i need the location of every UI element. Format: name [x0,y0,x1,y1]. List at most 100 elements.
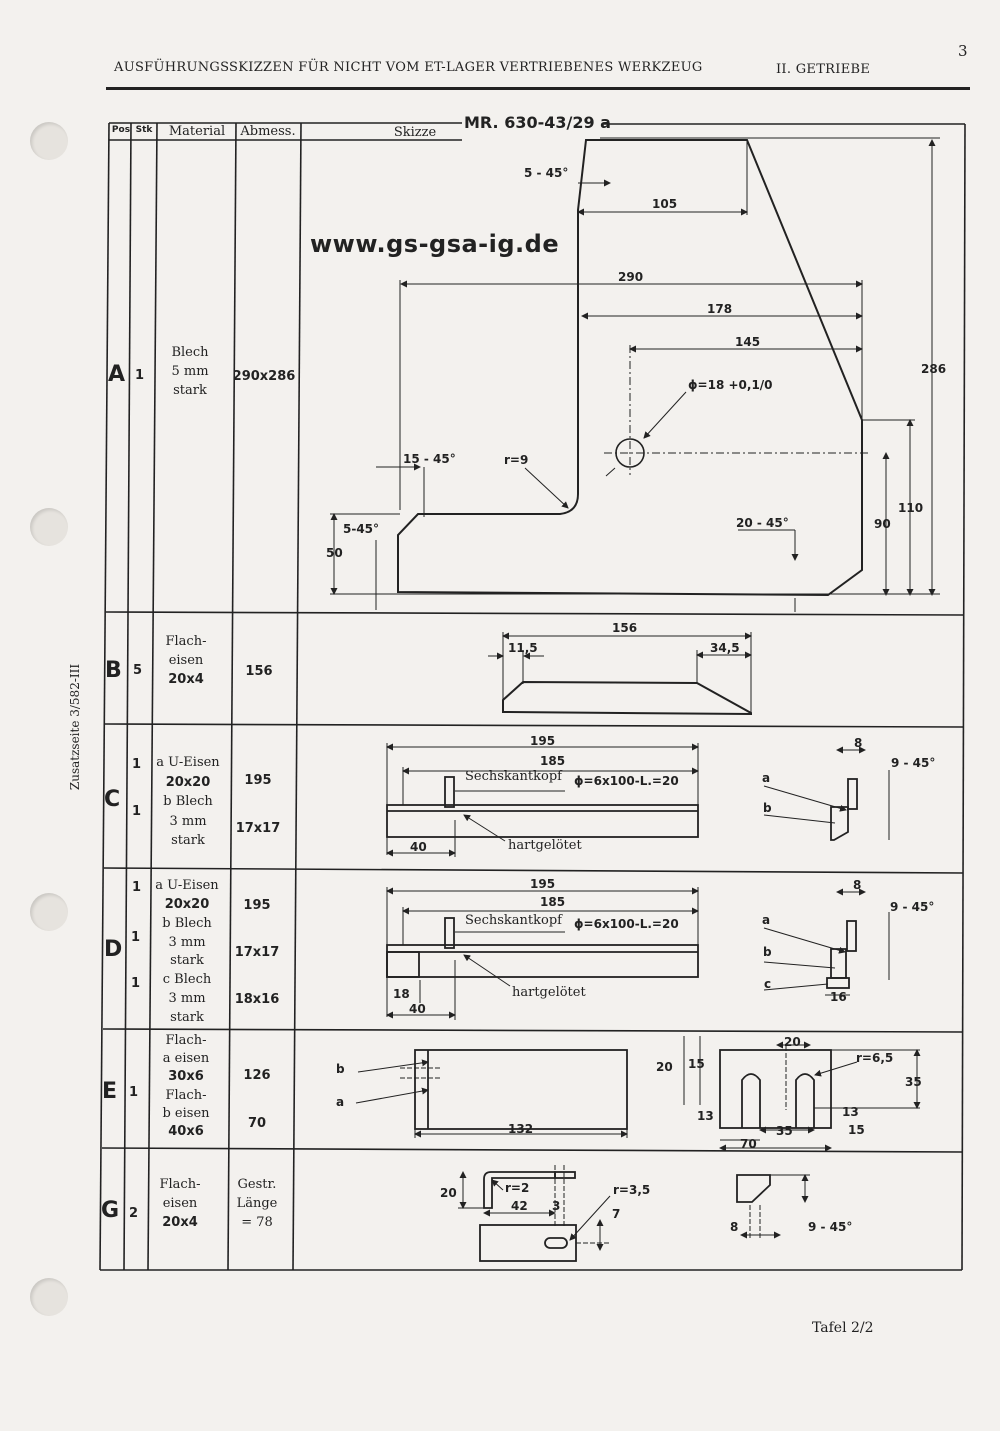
row-pos-E: E [102,1079,118,1104]
svg-text:20 - 45°: 20 - 45° [736,516,789,530]
svg-text:11,5: 11,5 [508,641,538,655]
svg-text:132: 132 [508,1122,533,1136]
svg-text:20: 20 [656,1060,673,1074]
svg-text:110: 110 [898,501,923,515]
svg-text:8: 8 [853,878,861,892]
row-pos-D: D [104,937,123,962]
svg-text:b: b [763,945,772,959]
col-header-material: Material [168,124,226,139]
row-dims: 70 [247,1116,267,1131]
svg-text:42: 42 [511,1199,528,1213]
svg-text:r=3,5: r=3,5 [613,1183,650,1197]
svg-text:3: 3 [552,1199,560,1213]
svg-text:18: 18 [393,987,410,1001]
svg-text:15: 15 [688,1057,705,1071]
col-header-qty: Stk [135,125,153,135]
header-section: II. GETRIEBE [776,62,871,77]
col-header-pos: Pos [111,125,131,135]
row-dims: 126 [243,1068,271,1083]
row-qty: 1 [135,368,145,383]
row-dims: Gestr.Länge= 78 [236,1177,278,1230]
svg-text:185: 185 [540,754,565,768]
svg-text:Sechskantkopf: Sechskantkopf [465,913,563,928]
row-qty: 1 [131,930,141,945]
svg-text:290: 290 [618,270,643,284]
row-qty: 5 [133,663,143,678]
watermark: www.gs-gsa-ig.de [310,230,560,258]
svg-text:hartgelötet: hartgelötet [508,838,582,853]
svg-text:195: 195 [530,734,555,748]
svg-text:7: 7 [612,1207,620,1221]
svg-text:ϕ=6x100-L.=20: ϕ=6x100-L.=20 [574,774,679,788]
row-dims: 17x17 [235,821,281,836]
svg-text:b: b [336,1062,345,1076]
svg-text:8: 8 [854,736,862,750]
svg-text:b: b [763,801,772,815]
svg-text:r=9: r=9 [504,453,528,467]
punch-hole [30,508,68,546]
svg-text:20: 20 [440,1186,457,1200]
svg-text:40: 40 [410,840,427,854]
svg-text:40: 40 [409,1002,426,1016]
svg-text:c: c [764,977,771,991]
svg-text:8: 8 [730,1220,738,1234]
svg-text:r=6,5: r=6,5 [856,1051,893,1065]
svg-text:156: 156 [612,621,637,635]
svg-text:13: 13 [842,1105,859,1119]
svg-text:Sechskantkopf: Sechskantkopf [465,769,563,784]
header-title: AUSFÜHRUNGSSKIZZEN FÜR NICHT VOM ET-LAGE… [114,60,703,75]
svg-text:35: 35 [776,1124,793,1138]
svg-text:9 - 45°: 9 - 45° [891,756,935,770]
svg-text:34,5: 34,5 [710,641,740,655]
row-qty: 1 [132,880,142,895]
svg-text:a: a [336,1095,344,1109]
col-header-sketch: Skizze [393,125,437,140]
row-pos-G: G [101,1198,120,1223]
punch-hole [30,1278,68,1316]
row-qty: 1 [132,804,142,819]
row-dims: 156 [245,664,273,679]
row-dims: 17x17 [234,945,280,960]
col-header-dims: Abmess. [240,124,296,139]
row-qty: 1 [132,757,142,772]
svg-text:hartgelötet: hartgelötet [512,985,586,1000]
row-pos-A: A [108,362,126,387]
row-pos-B: B [105,658,122,683]
footer: Tafel 2/2 [812,1320,874,1336]
punch-hole [30,122,68,160]
svg-text:13: 13 [697,1109,714,1123]
header-rule [106,87,970,90]
svg-text:185: 185 [540,895,565,909]
svg-text:90: 90 [874,517,891,531]
svg-text:70: 70 [740,1137,757,1151]
svg-text:178: 178 [707,302,732,316]
svg-text:ϕ=18 +0,1/0: ϕ=18 +0,1/0 [688,378,773,392]
svg-text:a: a [762,771,770,785]
svg-text:20: 20 [784,1035,801,1049]
svg-text:ϕ=6x100-L.=20: ϕ=6x100-L.=20 [574,917,679,931]
row-dims: 195 [244,773,272,788]
svg-text:r=2: r=2 [505,1181,529,1195]
row-qty: 1 [131,976,141,991]
svg-text:50: 50 [326,546,343,560]
svg-text:9 - 45°: 9 - 45° [808,1220,852,1234]
page-number: 3 [958,42,968,60]
row-pos-C: C [104,787,121,812]
svg-text:105: 105 [652,197,677,211]
svg-text:195: 195 [530,877,555,891]
svg-text:35: 35 [905,1075,922,1089]
svg-text:5-45°: 5-45° [343,522,379,536]
row-qty: 2 [129,1206,139,1221]
row-dims: 18x16 [234,992,280,1007]
row-qty: 1 [129,1085,139,1100]
row-dims: 195 [243,898,271,913]
svg-text:9 - 45°: 9 - 45° [890,900,934,914]
